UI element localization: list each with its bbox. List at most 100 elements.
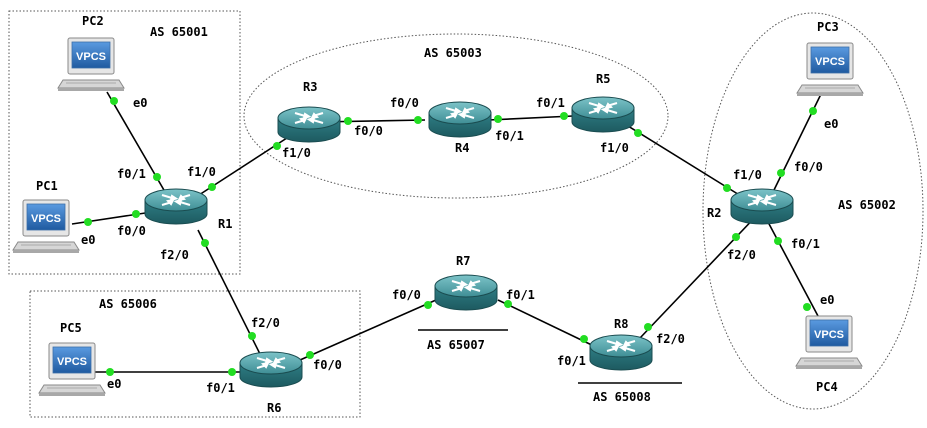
svg-text:VPCS: VPCS	[57, 356, 87, 368]
port-dot	[504, 300, 512, 308]
port-dot	[494, 115, 502, 123]
as-65007-label: AS 65007	[427, 338, 485, 352]
router-r5-label: R5	[596, 72, 610, 86]
interface-label: e0	[81, 233, 95, 247]
router-r8-label: R8	[614, 317, 628, 331]
port-dot	[201, 239, 209, 247]
port-dot	[208, 183, 216, 191]
pc2-icon[interactable]: VPCS	[57, 37, 125, 92]
link-r6-r7	[299, 299, 437, 361]
pc5-icon[interactable]: VPCS	[38, 342, 106, 397]
pc3-label: PC3	[817, 20, 839, 34]
router-r2-icon[interactable]	[730, 188, 794, 225]
port-dot	[809, 107, 817, 115]
router-r7-label: R7	[456, 254, 470, 268]
router-r4-icon[interactable]	[428, 101, 492, 138]
router-r4-label: R4	[455, 141, 469, 155]
interface-label: f0/0	[390, 96, 419, 110]
pc4-label: PC4	[816, 380, 838, 394]
port-dot	[803, 303, 811, 311]
interface-label: f0/1	[117, 167, 146, 181]
svg-text:VPCS: VPCS	[814, 329, 844, 341]
svg-text:VPCS: VPCS	[31, 213, 61, 225]
interface-label: f1/0	[733, 168, 762, 182]
pc2-label: PC2	[82, 14, 104, 28]
pc5-label: PC5	[60, 321, 82, 335]
port-dot	[153, 173, 161, 181]
router-r8-icon[interactable]	[589, 334, 653, 371]
interface-label: f0/0	[313, 358, 342, 372]
svg-text:VPCS: VPCS	[76, 51, 106, 63]
interface-label: f0/0	[354, 124, 383, 138]
link-r5-r2	[627, 125, 742, 197]
link-r1-r6	[197, 229, 265, 363]
router-r7-icon[interactable]	[434, 274, 498, 311]
interface-label: f0/0	[117, 224, 146, 238]
interface-label: f0/1	[536, 96, 565, 110]
router-r3-icon[interactable]	[277, 106, 341, 143]
as-65001-boundary	[8, 10, 241, 275]
pc1-label: PC1	[36, 179, 58, 193]
port-dot	[723, 184, 731, 192]
interface-label: f0/0	[794, 160, 823, 174]
port-dot	[110, 97, 118, 105]
pc3-icon[interactable]: VPCS	[796, 42, 864, 97]
port-dot	[273, 142, 281, 150]
pc4-icon[interactable]: VPCS	[795, 315, 863, 370]
port-dots	[84, 97, 817, 376]
port-dot	[774, 237, 782, 245]
interface-label: f0/1	[506, 288, 535, 302]
interface-label: e0	[133, 96, 147, 110]
router-r2-label: R2	[707, 206, 721, 220]
interface-label: f2/0	[727, 248, 756, 262]
svg-text:VPCS: VPCS	[815, 56, 845, 68]
as-65008-label: AS 65008	[593, 390, 651, 404]
port-dot	[248, 332, 256, 340]
port-dot	[106, 368, 114, 376]
link-pc1-r1	[71, 211, 153, 225]
port-dot	[228, 368, 236, 376]
interface-label: f0/1	[495, 129, 524, 143]
as-65006-label: AS 65006	[99, 297, 157, 311]
router-r3-label: R3	[303, 80, 317, 94]
as-65003-label: AS 65003	[424, 46, 482, 60]
link-r4-r5	[487, 115, 574, 121]
as-65006-boundary	[29, 290, 361, 418]
interface-label: f0/1	[791, 237, 820, 251]
as-65003-boundary	[243, 33, 669, 199]
router-r1-label: R1	[218, 217, 232, 231]
port-dot	[560, 112, 568, 120]
port-dot	[777, 169, 785, 177]
router-r6-icon[interactable]	[239, 351, 303, 388]
interface-label: f2/0	[251, 316, 280, 330]
interface-label: e0	[824, 117, 838, 131]
interface-label: f0/1	[206, 381, 235, 395]
router-r6-label: R6	[267, 401, 281, 415]
as-65002-boundary	[702, 12, 924, 410]
port-dot	[644, 323, 652, 331]
interface-label: f2/0	[160, 248, 189, 262]
port-dot	[424, 301, 432, 309]
port-dot	[132, 210, 140, 218]
port-dot	[732, 233, 740, 241]
as-65001-label: AS 65001	[150, 25, 208, 39]
link-r8-r2	[639, 211, 761, 339]
port-dot	[84, 218, 92, 226]
interface-label: f0/0	[392, 288, 421, 302]
router-r5-icon[interactable]	[571, 96, 635, 133]
pc1-icon[interactable]: VPCS	[12, 199, 80, 254]
port-dot	[634, 129, 642, 137]
interface-label: f2/0	[656, 332, 685, 346]
router-r1-icon[interactable]	[144, 188, 208, 225]
port-dot	[580, 335, 588, 343]
as-65002-label: AS 65002	[838, 198, 896, 212]
interface-label: f0/1	[557, 354, 586, 368]
interface-label: f1/0	[187, 165, 216, 179]
interface-label: e0	[820, 293, 834, 307]
interface-label: e0	[107, 377, 121, 391]
port-dot	[414, 116, 422, 124]
interface-label: f1/0	[600, 141, 629, 155]
interface-label: f1/0	[282, 146, 311, 160]
port-dot	[306, 351, 314, 359]
